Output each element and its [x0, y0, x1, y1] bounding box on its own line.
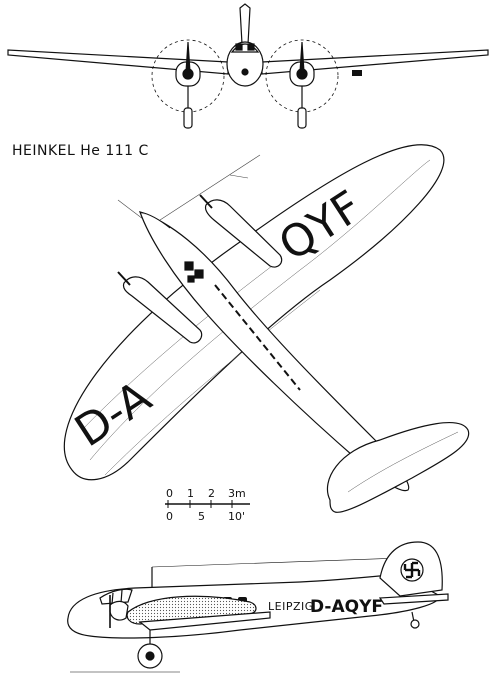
side-view	[67, 541, 449, 673]
scale-imperial-10: 10'	[228, 510, 245, 523]
front-view-fin	[239, 3, 251, 45]
plan-view-main-wing	[63, 144, 445, 481]
side-view-engine-nacelle	[126, 595, 257, 625]
scale-metric-1: 1	[187, 487, 194, 500]
scale-imperial-5: 5	[198, 510, 205, 523]
plan-view-left-engine	[122, 276, 203, 344]
scale-metric-0: 0	[166, 487, 173, 500]
scale-bar: 0 1 2 3m 0 5 10'	[165, 487, 250, 523]
side-view-fuselage-text: LEIPZIG	[268, 600, 314, 613]
scale-metric-3m: 3m	[228, 487, 246, 500]
side-view-wing	[138, 611, 271, 631]
scale-metric-2: 2	[208, 487, 215, 500]
plan-view-right-engine	[204, 199, 283, 268]
scale-imperial-0: 0	[166, 510, 173, 523]
plan-view	[63, 144, 470, 513]
side-view-registration: D-AQYF	[310, 597, 383, 617]
drawing-title: HEINKEL He 111 C	[12, 143, 149, 159]
plan-view-fuselage	[139, 211, 410, 492]
front-view-fuselage	[226, 41, 264, 87]
plan-view-horizontal-tail	[326, 421, 470, 513]
front-view	[7, 3, 489, 129]
